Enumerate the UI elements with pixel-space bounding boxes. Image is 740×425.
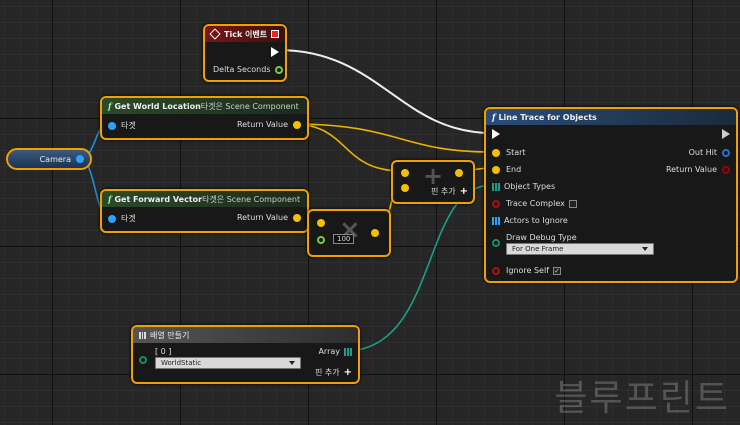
out-hit-pin[interactable] — [722, 148, 730, 157]
forward-return-pin[interactable] — [293, 213, 301, 222]
make-array-header: 배열 만들기 — [133, 327, 358, 343]
trace-complex-label: Trace Complex — [506, 199, 565, 208]
ignore-self-checkbox[interactable]: ✓ — [553, 266, 562, 275]
function-icon: f — [492, 112, 496, 122]
array-element-value: WorldStatic — [161, 359, 202, 367]
multiply-in-b-pin[interactable] — [317, 236, 325, 244]
return-value-pin[interactable] — [722, 165, 730, 174]
get-forward-vector-target-hint: 타겟은 Scene Component — [202, 194, 301, 204]
start-pin[interactable] — [492, 148, 500, 157]
line-trace-exec-out-pin[interactable] — [722, 129, 730, 139]
add-pin-label: 핀 추가 — [430, 187, 456, 196]
array-add-pin-label: 핀 추가 — [314, 368, 340, 377]
forward-return-label: Return Value — [236, 213, 288, 222]
plus-icon: + — [459, 186, 468, 197]
get-world-location-header: f Get World Location 타겟은 Scene Component — [102, 98, 307, 114]
multiply-in-a-pin[interactable] — [317, 219, 325, 227]
get-forward-vector-title: Get Forward Vector — [114, 194, 203, 204]
array-add-pin-button[interactable]: 핀 추가+ — [315, 367, 352, 378]
array-out-label: Array — [318, 347, 340, 356]
camera-label: Camera — [39, 154, 71, 164]
actors-to-ignore-array-pin[interactable] — [492, 216, 500, 225]
array-index-label: [ 0 ] — [155, 347, 172, 356]
breakpoint-square-icon — [271, 30, 279, 38]
function-icon: f — [108, 101, 112, 111]
draw-debug-value: For One Frame — [512, 245, 564, 253]
add-in-a-pin[interactable] — [401, 169, 409, 177]
array-element-dropdown[interactable]: WorldStatic — [155, 357, 301, 369]
forward-target-label: 타겟 — [121, 214, 136, 223]
tick-exec-out-pin[interactable] — [271, 47, 279, 57]
exec-wire — [277, 49, 493, 134]
actors-to-ignore-label: Actors to Ignore — [504, 216, 568, 225]
camera-variable-node[interactable]: Camera — [6, 148, 92, 170]
array-grid-icon — [139, 331, 146, 339]
line-trace-node[interactable]: f Line Trace for Objects Start Out Hit E… — [484, 107, 738, 283]
world-return-label: Return Value — [236, 120, 288, 129]
line-trace-exec-in-pin[interactable] — [492, 129, 500, 139]
chevron-down-icon — [289, 361, 295, 365]
ignore-self-label: Ignore Self — [506, 266, 550, 275]
plus-icon: + — [343, 367, 352, 378]
draw-debug-pin[interactable] — [492, 239, 500, 247]
chevron-down-icon — [642, 247, 648, 251]
trace-complex-pin[interactable] — [492, 199, 500, 208]
world-to-start-wire — [291, 123, 493, 153]
end-pin[interactable] — [492, 165, 500, 174]
get-forward-vector-header: f Get Forward Vector 타겟은 Scene Component — [102, 191, 307, 207]
out-hit-label: Out Hit — [688, 148, 717, 157]
add-pin-button[interactable]: 핀 추가+ — [431, 186, 468, 197]
multiply-out-pin[interactable] — [371, 229, 379, 237]
make-array-title: 배열 만들기 — [150, 330, 190, 340]
line-trace-title: Line Trace for Objects — [498, 112, 597, 122]
end-label: End — [506, 165, 522, 174]
tick-event-header: Tick 이벤트 — [205, 26, 285, 42]
object-types-array-pin[interactable] — [492, 182, 500, 191]
multiply-node[interactable]: × 100 — [307, 209, 391, 257]
get-world-location-node[interactable]: f Get World Location 타겟은 Scene Component… — [100, 96, 309, 140]
object-types-label: Object Types — [504, 182, 556, 191]
ignore-self-pin[interactable] — [492, 266, 500, 275]
draw-debug-label: Draw Debug Type — [506, 233, 577, 242]
multiply-value-field[interactable]: 100 — [333, 234, 355, 244]
watermark-text: 블루프린트 — [554, 378, 730, 419]
camera-out-pin[interactable] — [76, 155, 84, 163]
make-array-node[interactable]: 배열 만들기 [ 0 ] WorldStatic Array 핀 추가+ — [131, 325, 360, 384]
add-out-pin[interactable] — [455, 169, 463, 177]
world-target-label: 타겟 — [121, 121, 136, 130]
get-forward-vector-node[interactable]: f Get Forward Vector 타겟은 Scene Component… — [100, 189, 309, 233]
get-world-location-target-hint: 타겟은 Scene Component — [200, 101, 299, 111]
add-in-b-pin[interactable] — [401, 184, 409, 192]
array-element-pin[interactable] — [139, 356, 147, 364]
line-trace-header: f Line Trace for Objects — [486, 109, 736, 125]
start-label: Start — [506, 148, 526, 157]
tick-event-title: Tick 이벤트 — [224, 29, 268, 39]
trace-complex-checkbox[interactable] — [568, 199, 577, 208]
delta-seconds-label: Delta Seconds — [213, 65, 271, 74]
array-out-pin[interactable] — [344, 347, 352, 356]
world-to-add-wire — [291, 123, 403, 172]
draw-debug-dropdown[interactable]: For One Frame — [506, 243, 654, 255]
world-return-pin[interactable] — [293, 120, 301, 129]
get-world-location-title: Get World Location — [114, 101, 201, 111]
function-icon: f — [108, 194, 112, 204]
add-icon: + — [423, 162, 444, 190]
add-node[interactable]: + 핀 추가+ — [391, 160, 475, 204]
forward-target-pin[interactable] — [108, 214, 116, 223]
return-value-label: Return Value — [665, 165, 717, 174]
event-diamond-icon — [209, 28, 221, 40]
tick-event-node[interactable]: Tick 이벤트 Delta Seconds — [203, 24, 287, 82]
delta-seconds-pin[interactable] — [274, 65, 283, 74]
world-target-pin[interactable] — [108, 121, 116, 130]
